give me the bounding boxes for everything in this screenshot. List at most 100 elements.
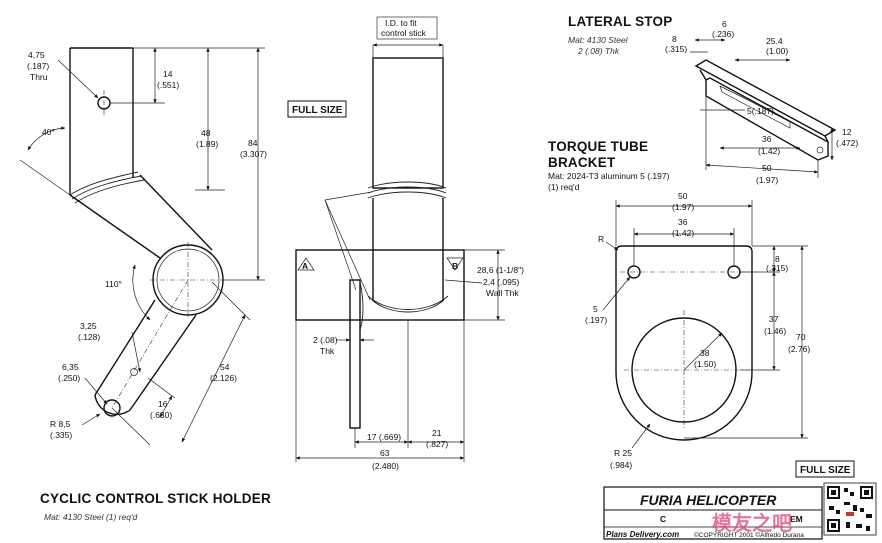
wall-leader: [444, 279, 483, 284]
dim-lat-254-inch: (1.00): [766, 46, 788, 56]
dim-angle-40: 40°: [42, 127, 55, 137]
dim-lat-5-value: 5(.187): [747, 106, 774, 116]
holder-upper-tube: [69, 48, 134, 195]
dim-84-value: 84: [248, 138, 258, 148]
dim-br-50-value: 50: [678, 191, 688, 201]
title-block-brand: FURIA HELICOPTER: [640, 492, 777, 508]
title-block-plans: Plans Delivery.com: [606, 530, 679, 539]
dim-lat-36-value: 36: [762, 134, 772, 144]
weld-leader: [324, 199, 357, 291]
weld-leader: [324, 199, 371, 301]
bracket-outline: [615, 245, 753, 441]
title-block-row1: C: [660, 514, 666, 524]
id-note-box: [376, 16, 438, 40]
dim-48-inch: (1.89): [196, 139, 218, 149]
leader-635: [84, 377, 108, 405]
dim-thk-label: Thk: [320, 346, 335, 356]
dim-br-8-inch: (.315): [766, 263, 788, 273]
dim-63-value: 63: [380, 448, 390, 458]
dim-110-arc: [132, 264, 151, 321]
dim-br-5-value: 5: [593, 304, 598, 314]
full-size-box-bottom: [795, 460, 855, 478]
dim-lat-8-inch: (.315): [665, 44, 687, 54]
dim-lat-254-value: 25.4: [766, 36, 783, 46]
torque-title-line1: TORQUE TUBE: [548, 139, 648, 154]
dim-21-inch: (.827): [426, 439, 448, 449]
torque-title-line2: BRACKET: [548, 155, 616, 170]
dim-48-value: 48: [201, 128, 211, 138]
dim-br-50-inch: (1.97): [672, 202, 694, 212]
title-block-row1b: EM: [790, 514, 803, 524]
weld-leader: [324, 191, 373, 201]
cyclic-holder-title: CYCLIC CONTROL STICK HOLDER: [40, 491, 271, 506]
full-size-label-top: FULL SIZE: [292, 105, 343, 116]
id-note-line2: control stick: [381, 28, 427, 38]
dim-lat-50: [705, 163, 819, 174]
dim-lat-12-inch: (.472): [836, 138, 858, 148]
lateral-top-flange: [694, 59, 837, 137]
dim-325-inch: (.128): [78, 332, 100, 342]
dim-63-inch: (2.480): [372, 461, 399, 471]
lateral-hole: [816, 146, 824, 154]
dim-br-70-value: 70: [796, 332, 806, 342]
dim-br-r25-inch: (.984): [610, 460, 632, 470]
lateral-stop-title: LATERAL STOP: [568, 14, 672, 29]
dim-br-38-inch: (1.50): [694, 359, 716, 369]
marker-b-triangle: [446, 257, 464, 271]
holder-arm-hole: [103, 399, 121, 417]
leader-hole: [57, 59, 99, 99]
full-size-box-top: [287, 100, 347, 118]
dim-br-37-value: 37: [769, 314, 779, 324]
stick-holder-view: 4,75 (.187) Thru 14 (.551) 40° 48 (1.89)…: [19, 47, 267, 446]
holder-arm: [94, 299, 197, 411]
side-torque-tube: [295, 249, 465, 321]
dim-hole-dia-3: Thru: [30, 72, 48, 82]
side-weld-bead: [367, 181, 447, 199]
marker-a-triangle: [297, 257, 315, 271]
dim-lat-12-value: 12: [842, 127, 852, 137]
dim-16: [159, 395, 173, 418]
extension-line: [147, 377, 176, 399]
title-block-frame: [603, 486, 823, 540]
dim-54-inch: (2.126): [210, 373, 237, 383]
lateral-fold: [699, 69, 829, 143]
marker-b: B: [452, 261, 458, 271]
torque-tube-bracket-view: TORQUE TUBE BRACKET Mat: 2024-T3 aluminu…: [548, 139, 810, 470]
dim-14-value: 14: [163, 69, 173, 79]
side-tube-upper: [372, 57, 444, 189]
dim-hole-dia-2: (.187): [27, 61, 49, 71]
side-tube-lower: [372, 198, 444, 300]
side-view: I.D. to fit control stick A B 28,6 (1-1/…: [295, 16, 524, 471]
dim-635-inch: (.250): [58, 373, 80, 383]
dim-br-r: R: [598, 234, 604, 244]
dim-wall-label: Wall Thk: [486, 288, 519, 298]
id-note-line1: I.D. to fit: [385, 18, 417, 28]
dim-16-value: 16: [158, 399, 168, 409]
title-block: FURIA HELICOPTER C EM Plans Delivery.com…: [603, 486, 823, 540]
centerline: [111, 279, 189, 409]
extension-line: [211, 281, 251, 321]
dim-tube-od-value: 28,6 (1-1/8"): [477, 265, 524, 275]
extension-line: [111, 407, 151, 446]
watermark-text: 模友之吧: [712, 511, 792, 535]
dim-br-70-inch: (2.76): [788, 344, 810, 354]
dim-lat-50-inch: (1.97): [756, 175, 778, 185]
side-weld-lower: [367, 295, 449, 313]
dim-br-r-leader: [605, 241, 619, 251]
side-arm-weld: [359, 281, 364, 331]
holder-small-hole: [130, 368, 138, 376]
dim-lat-6-value: 6: [722, 19, 727, 29]
dim-br-5-inch: (.197): [585, 315, 607, 325]
torque-material-line1: Mat: 2024-T3 aluminum 5 (.197): [548, 171, 670, 181]
dim-angle-110: 110°: [105, 279, 122, 289]
holder-weld-bead: [69, 171, 145, 204]
dim-16-inch: (.630): [150, 410, 172, 420]
dim-lat-6-inch: (.236): [712, 29, 734, 39]
extension-line: [19, 159, 71, 196]
qr-code[interactable]: [823, 482, 877, 536]
dim-38-leader: [683, 332, 723, 371]
title-block-copyright: ©COPYRIGHT 2001 ©Alfredo Durana: [694, 531, 804, 539]
dim-br-8-value: 8: [775, 254, 780, 264]
